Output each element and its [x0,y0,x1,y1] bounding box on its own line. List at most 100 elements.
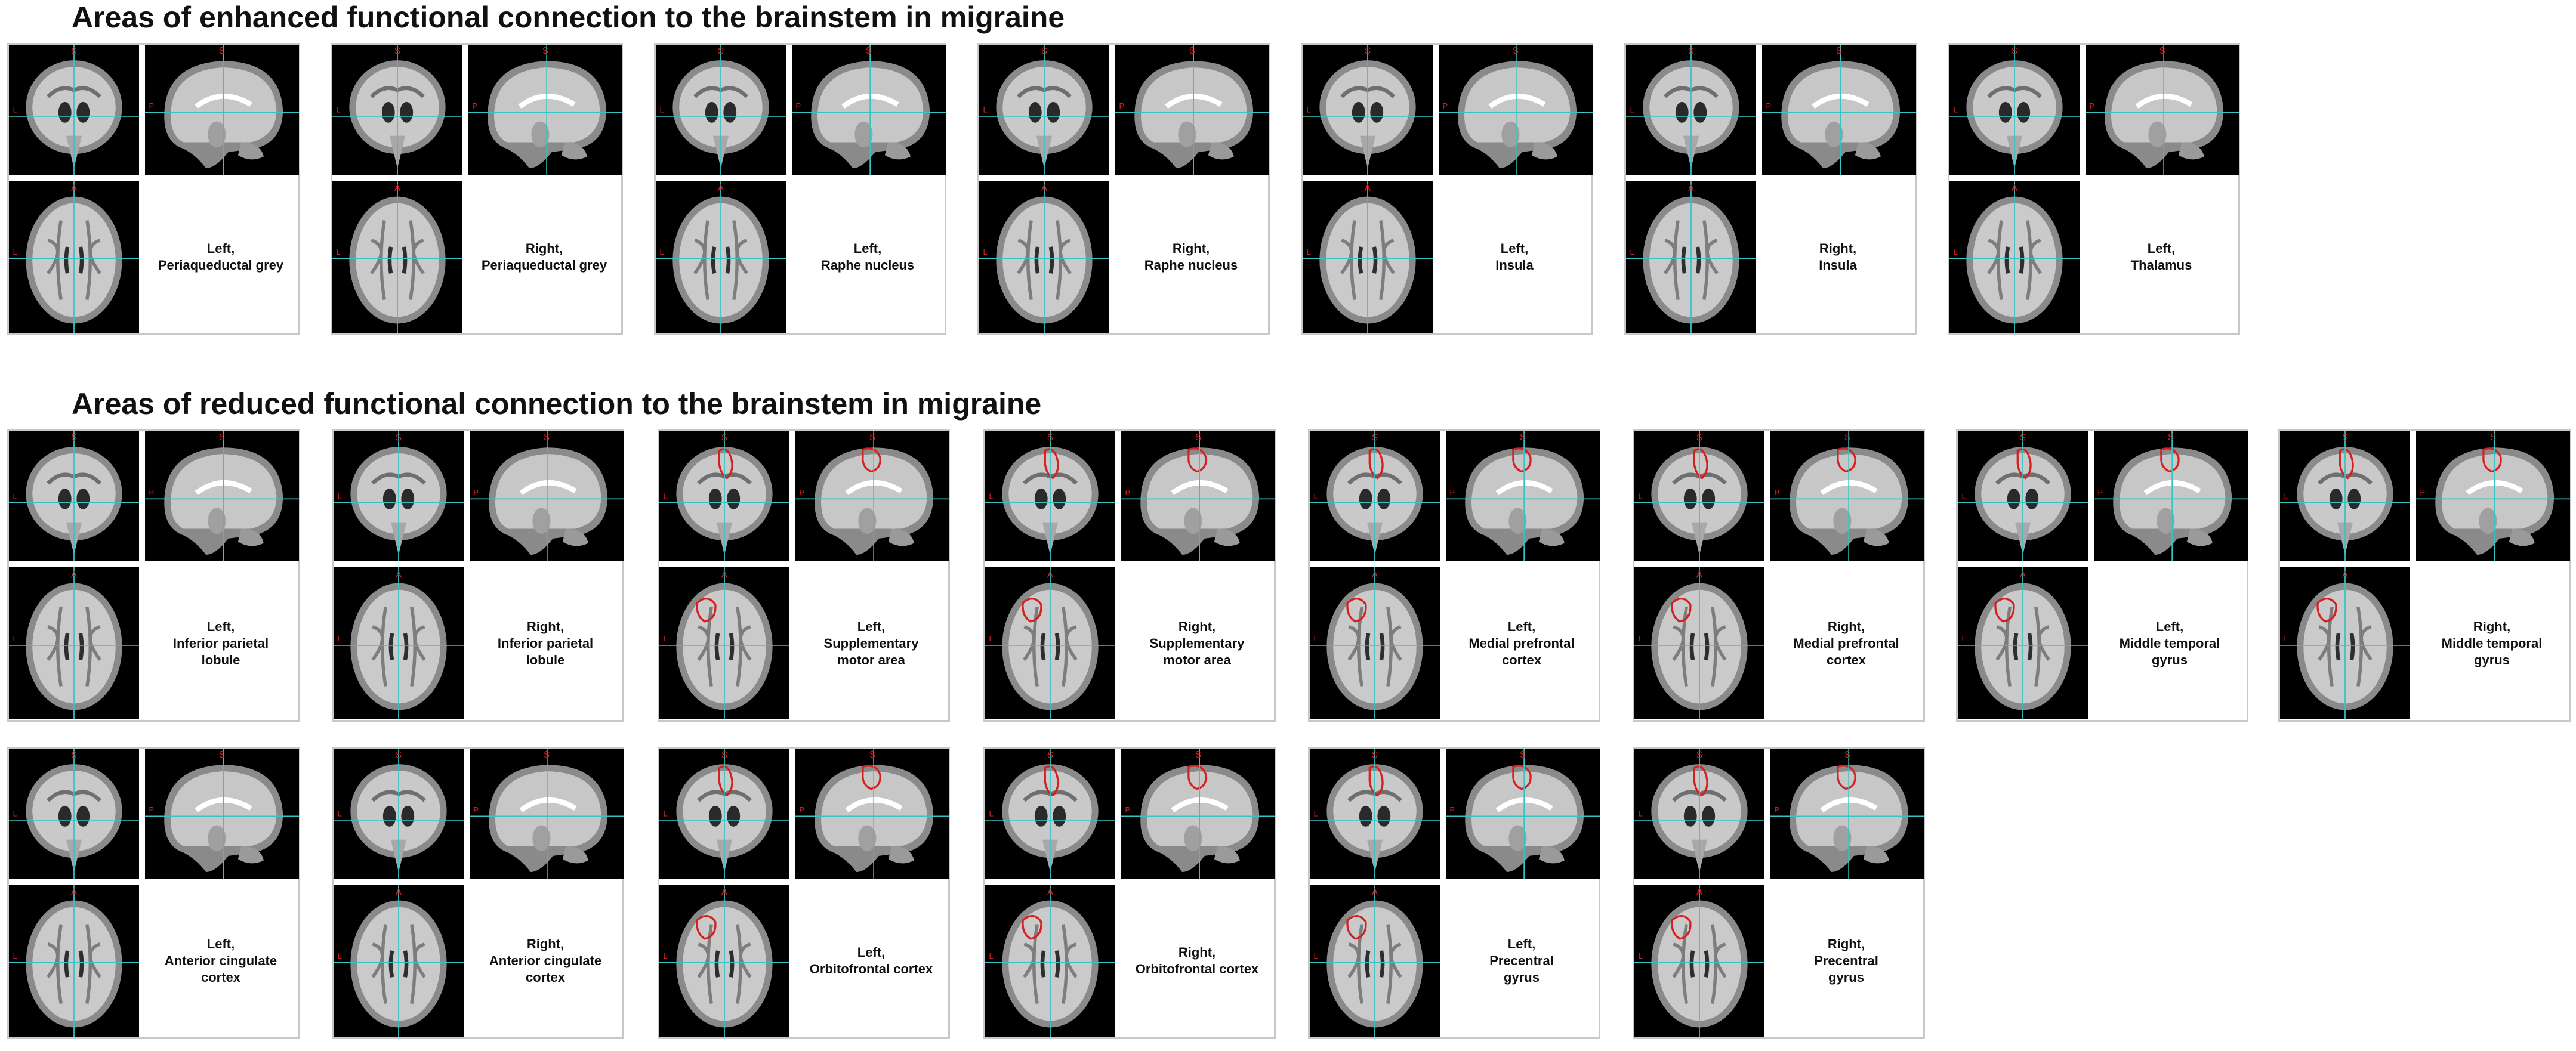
region-name: Raphe nucleus [820,257,915,273]
svg-text:S: S [2020,432,2026,443]
region-side: Right, [1819,240,1857,256]
svg-text:S: S [1047,432,1053,443]
svg-text:L: L [989,951,994,960]
svg-text:L: L [1962,634,1966,643]
axial-view: A L [985,567,1115,719]
axial-view: A L [985,885,1115,1037]
axial-view: A L [9,181,139,333]
region-name: Medial prefrontal [1469,635,1575,651]
svg-text:S: S [2168,432,2174,443]
region-label: Right,Orbitofrontal cortex [1118,885,1276,1037]
region-side: Right, [1178,619,1216,634]
region-name: Precentral [1814,953,1878,968]
coronal-view: S L [334,431,464,561]
region-name-line2: lobule [201,652,240,667]
region-name-line2: cortex [200,969,241,985]
svg-text:S: S [219,46,225,56]
svg-text:L: L [337,248,341,256]
region-label: Left,Insula [1435,181,1594,333]
svg-text:S: S [542,46,548,56]
svg-text:S: S [1041,46,1047,56]
sagittal-view: S P [795,431,949,561]
svg-text:A: A [1372,888,1378,898]
svg-text:A: A [71,888,78,898]
svg-text:A: A [2342,570,2349,580]
region-side: Left, [206,240,235,256]
axial-view: A L [656,181,786,333]
svg-text:P: P [149,488,154,497]
svg-text:L: L [338,634,342,643]
sagittal-view: S P [1115,45,1269,175]
axial-view: A L [979,181,1109,333]
region-side: Left, [857,944,886,960]
sagittal-view: S P [145,431,299,561]
svg-text:S: S [1195,432,1201,443]
svg-text:S: S [396,432,402,443]
coronal-view: S L [1303,45,1433,175]
svg-text:L: L [1954,248,1958,256]
region-name: Orbitofrontal cortex [809,961,933,976]
region-label: Right,Insula [1759,181,1917,333]
sagittal-view: S P [792,45,946,175]
svg-text:A: A [2020,570,2026,580]
region-side: Right, [526,936,564,951]
sagittal-view: S P [1770,431,1924,561]
coronal-view: S L [9,749,139,879]
svg-text:S: S [721,750,727,760]
svg-text:L: L [1630,248,1634,256]
axial-view: A L [1634,567,1764,719]
axial-view: A L [334,885,464,1037]
svg-text:S: S [219,750,225,760]
coronal-view: S L [9,431,139,561]
region-name: Raphe nucleus [1144,257,1238,273]
svg-text:S: S [1836,46,1842,56]
axial-view: A L [659,567,789,719]
svg-text:A: A [1696,888,1703,898]
svg-text:L: L [1639,809,1643,818]
sagittal-view: S P [145,45,299,175]
svg-text:A: A [1041,184,1048,194]
svg-text:P: P [1774,488,1779,497]
region-label: Left,Raphe nucleus [788,181,947,333]
region-label: Left,Periaqueductal grey [141,181,300,333]
brain-region-panel: S L S P A L Left,Insula [1301,43,1593,335]
svg-text:S: S [71,46,77,56]
svg-text:P: P [799,488,804,497]
svg-text:S: S [1372,432,1378,443]
region-side: Left, [1507,936,1536,951]
svg-text:A: A [2012,184,2018,194]
region-name: Supplementary [1149,635,1245,651]
axial-view: A L [1310,885,1440,1037]
region-side: Left, [206,619,235,634]
region-side: Right, [525,240,563,256]
region-side: Left, [1500,240,1529,256]
region-name: Anterior cingulate [489,953,602,968]
sagittal-view: S P [1121,749,1275,879]
svg-text:L: L [1314,492,1318,500]
region-name: Insula [1495,257,1534,273]
sagittal-view: S P [2416,431,2570,561]
svg-text:L: L [13,248,17,256]
sagittal-view: S P [468,45,622,175]
svg-text:L: L [1314,809,1318,818]
region-name: Insula [1819,257,1857,273]
svg-text:L: L [1639,492,1643,500]
svg-text:S: S [1189,46,1195,56]
coronal-view: S L [985,749,1115,879]
axial-view: A L [1626,181,1756,333]
svg-text:L: L [664,492,668,500]
svg-text:P: P [2089,101,2094,110]
svg-text:S: S [1696,432,1702,443]
svg-text:A: A [394,184,401,194]
svg-text:S: S [869,750,875,760]
svg-text:P: P [1119,101,1124,110]
region-name: Periaqueductal grey [158,257,284,273]
region-name-line2: motor area [837,652,905,667]
svg-text:S: S [718,46,724,56]
